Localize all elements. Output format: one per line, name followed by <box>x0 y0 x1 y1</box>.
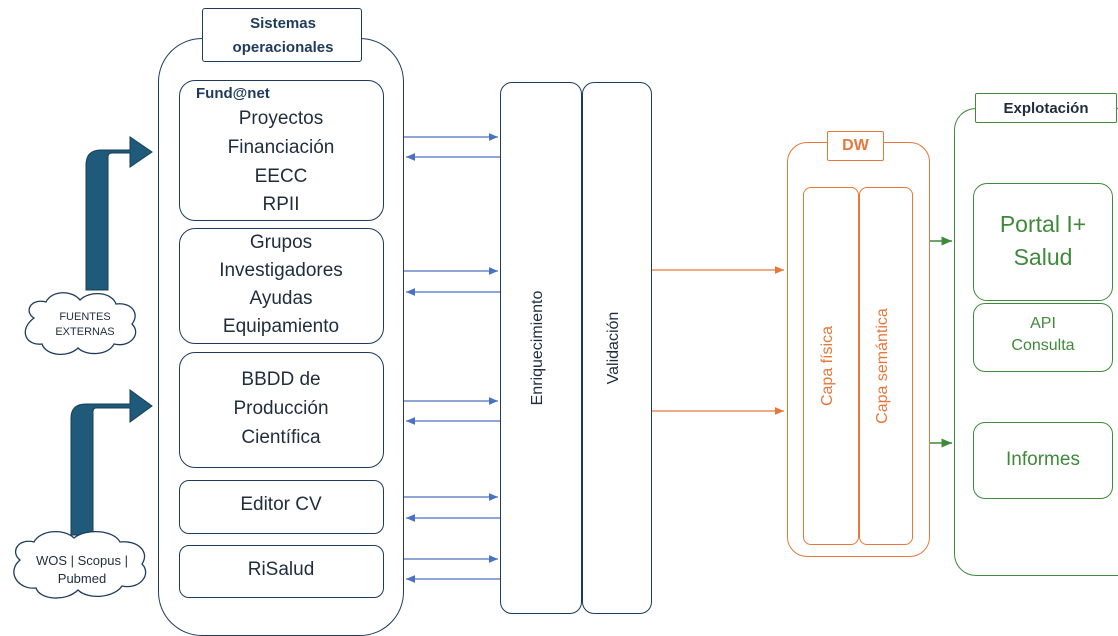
wos-line2: Pubmed <box>57 571 107 586</box>
fundanet-item-rpii: RPII <box>262 194 300 215</box>
bbdd-line2: Producción <box>233 398 329 419</box>
big-arrow-lower <box>70 389 153 536</box>
fundanet-box: Fund@net Proyectos Financiación EECC RPI… <box>179 80 384 221</box>
risalud-box: RiSalud <box>179 545 384 598</box>
fuentes-externas-line2: EXTERNAS <box>55 326 115 338</box>
capa-fisica-label: Capa física <box>819 325 836 407</box>
editor-cv-box: Editor CV <box>179 480 384 534</box>
editor-cv-label: Editor CV <box>240 494 322 515</box>
validacion-box <box>582 82 652 614</box>
fuentes-externas-line1: FUENTES <box>59 311 111 323</box>
fundanet-item-proyectos: Proyectos <box>238 108 324 129</box>
capa-semantica-box <box>859 187 913 545</box>
informes-box: Informes <box>973 422 1113 499</box>
fundanet-item-financiacion: Financiación <box>227 137 335 158</box>
portal-line1: Portal I+ <box>999 211 1087 237</box>
dw-title: DW <box>842 137 869 154</box>
capa-semantica-label: Capa semántica <box>874 308 891 424</box>
grupos-item-investigadores: Investigadores <box>219 260 343 281</box>
capa-fisica-box <box>803 187 859 545</box>
fundanet-brand: Fund@net <box>196 85 270 102</box>
grupos-box: Grupos Investigadores Ayudas Equipamient… <box>179 228 384 344</box>
bbdd-line3: Científica <box>241 427 321 448</box>
bbdd-line1: BBDD de <box>241 369 321 390</box>
informes-label: Informes <box>1006 449 1080 470</box>
enriquecimiento-box <box>500 82 582 614</box>
cloud-wos-scopus-pubmed <box>13 531 147 599</box>
operational-title-line1: Sistemas <box>250 15 316 32</box>
bbdd-box: BBDD de Producción Científica <box>179 352 384 468</box>
operational-systems-title-box: Sistemas operacionales <box>202 8 362 62</box>
api-line2: Consulta <box>1011 337 1075 354</box>
fundanet-item-eecc: EECC <box>254 166 308 187</box>
explotacion-title: Explotación <box>1003 100 1089 117</box>
enriquecimiento-label: Enriquecimiento <box>529 290 546 406</box>
wos-line1: WOS | Scopus | <box>35 553 128 568</box>
explotacion-title-box: Explotación <box>975 93 1117 123</box>
operational-title-line2: operacionales <box>232 39 334 56</box>
grupos-item-grupos: Grupos <box>249 232 313 253</box>
dw-title-box: DW <box>827 131 884 161</box>
validacion-label: Validación <box>605 311 622 385</box>
portal-box: Portal I+ Salud <box>973 183 1113 301</box>
grupos-item-ayudas: Ayudas <box>249 288 313 309</box>
cloud-fuentes-externas <box>24 292 137 355</box>
portal-line2: Salud <box>1013 244 1073 270</box>
big-arrow-upper <box>85 136 153 291</box>
risalud-label: RiSalud <box>247 559 315 580</box>
grupos-item-equipamiento: Equipamiento <box>222 316 340 337</box>
api-line1: API <box>1030 315 1056 332</box>
api-consulta-box: API Consulta <box>973 303 1113 372</box>
